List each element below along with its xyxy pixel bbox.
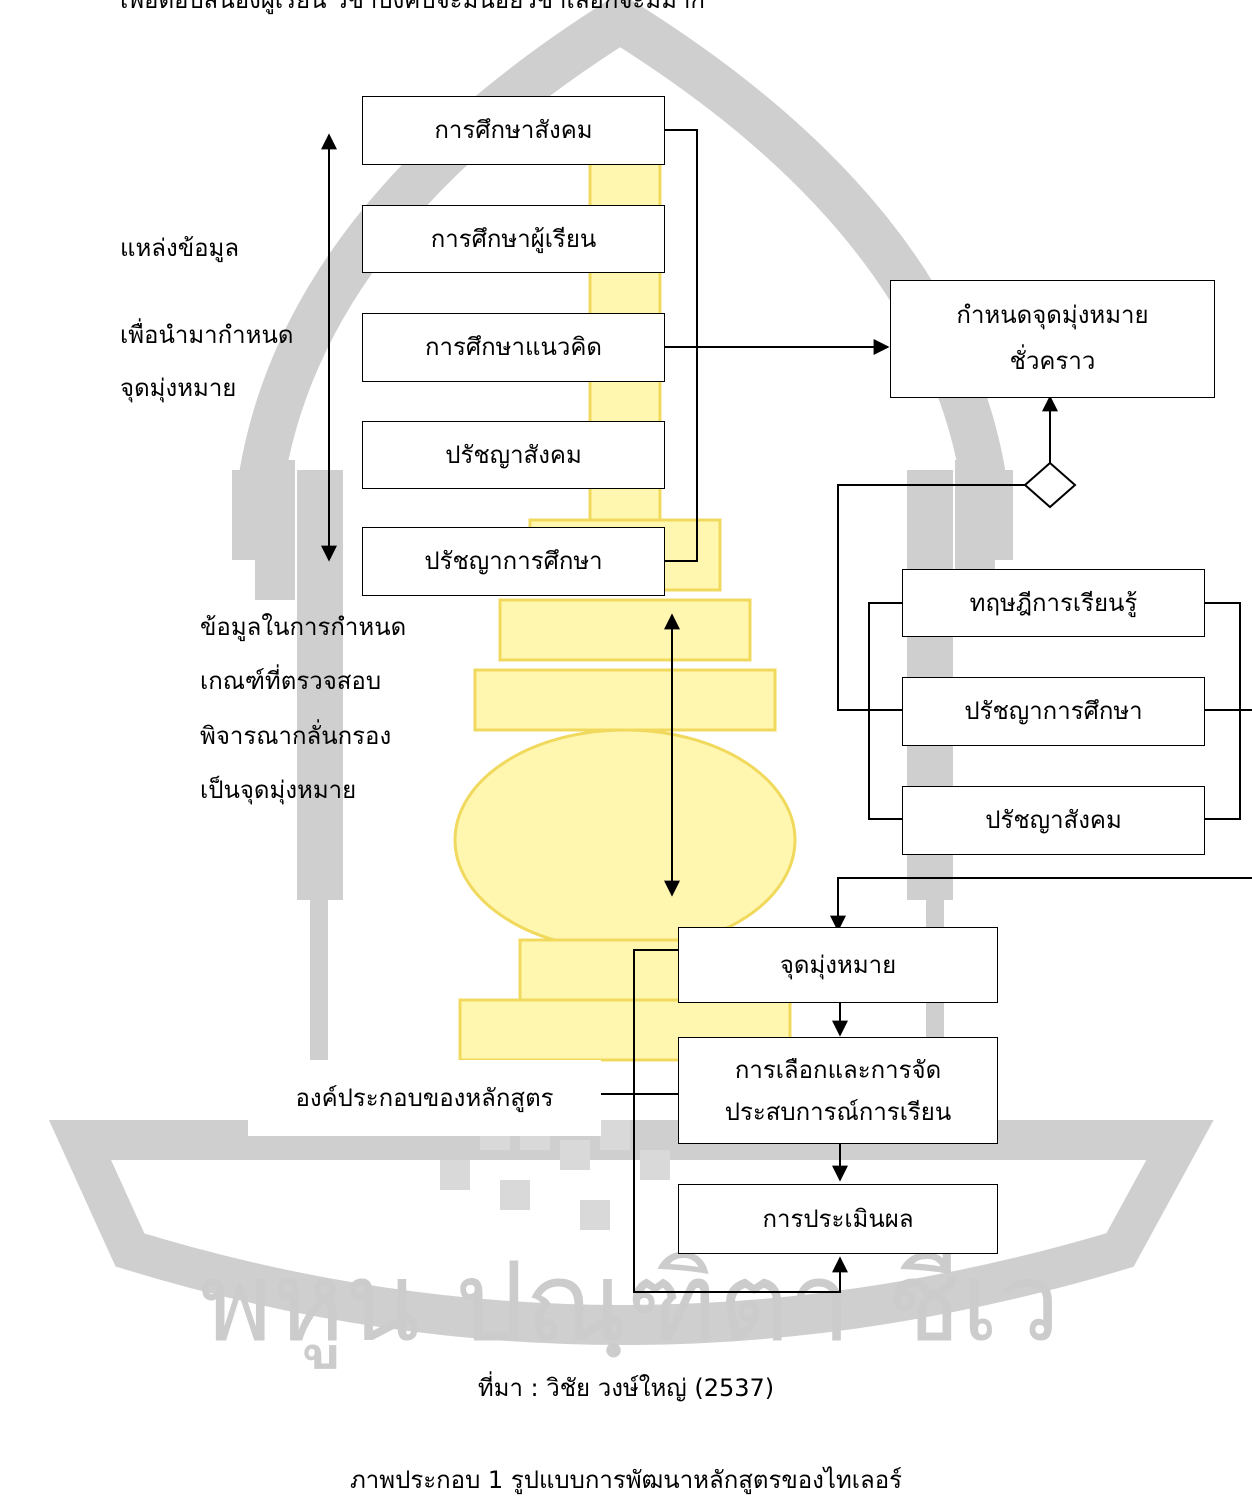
filter-box-learning-theory: ทฤษฎีการเรียนรู้	[902, 569, 1205, 637]
criteria-label-line-2: เกณฑ์ที่ตรวจสอบ	[200, 667, 382, 695]
watermark-text: พหูน ปณฺฑิตา ชีเว	[200, 1238, 1061, 1369]
selection-box: การเลือกและการจัด ประสบการณ์การเรียน	[678, 1037, 998, 1144]
source-box-society: การศึกษาสังคม	[362, 96, 665, 165]
source-box-concepts: การศึกษาแนวคิด	[362, 313, 665, 382]
temp-objective-line-1: กำหนดจุดมุ่งหมาย	[956, 301, 1149, 330]
source-label: การศึกษาผู้เรียน	[430, 224, 597, 253]
filter-box-social-philosophy: ปรัชญาสังคม	[902, 786, 1205, 855]
selection-line-1: การเลือกและการจัด	[734, 1055, 942, 1084]
components-label-box: องค์ประกอบของหลักสูตร	[248, 1060, 601, 1136]
temp-objective-box: กำหนดจุดมุ่งหมาย ชั่วคราว	[890, 280, 1215, 398]
criteria-label-line-1: ข้อมูลในการกำหนด	[200, 613, 407, 641]
source-label-line-1: แหล่งข้อมูล	[120, 234, 240, 262]
filter-label: ปรัชญาการศึกษา	[964, 697, 1143, 726]
decision-diamond	[1023, 461, 1077, 509]
evaluation-box: การประเมินผล	[678, 1184, 998, 1254]
top-cut-text: เพื่อตอบสนองผู้เรียน วิชาบังคับจะมีน้อยว…	[120, 0, 705, 14]
criteria-label-line-3: พิจารณากลั่นกรอง	[200, 722, 392, 750]
components-label: องค์ประกอบของหลักสูตร	[295, 1083, 554, 1112]
filters-bracket-left	[868, 602, 902, 820]
source-box-learner: การศึกษาผู้เรียน	[362, 205, 665, 273]
selection-line-2: ประสบการณ์การเรียน	[724, 1097, 952, 1126]
source-label: การศึกษาสังคม	[434, 116, 593, 145]
evaluation-label: การประเมินผล	[762, 1204, 914, 1233]
source-caption: ที่มา : วิชัย วงษ์ใหญ่ (2537)	[477, 1374, 775, 1402]
source-label-line-2: เพื่อนำมากำหนด	[120, 321, 294, 349]
source-box-education-philosophy: ปรัชญาการศึกษา	[362, 527, 665, 596]
temp-objective-line-2: ชั่วคราว	[1009, 347, 1096, 375]
objective-box: จุดมุ่งหมาย	[678, 927, 998, 1003]
filter-box-education-philosophy: ปรัชญาการศึกษา	[902, 677, 1205, 746]
source-label: การศึกษาแนวคิด	[425, 333, 602, 362]
filter-label: ปรัชญาสังคม	[985, 806, 1122, 835]
source-label-line-3: จุดมุ่งหมาย	[120, 374, 237, 402]
figure-caption: ภาพประกอบ 1 รูปแบบการพัฒนาหลักสูตรของไทเ…	[349, 1466, 902, 1494]
filter-label: ทฤษฎีการเรียนรู้	[969, 588, 1138, 617]
sources-bracket	[664, 129, 698, 562]
feedback-loop	[633, 949, 848, 1293]
source-label: ปรัชญาการศึกษา	[424, 547, 603, 576]
source-box-social-philosophy: ปรัชญาสังคม	[362, 421, 665, 489]
source-label: ปรัชญาสังคม	[445, 440, 582, 469]
criteria-label-line-4: เป็นจุดมุ่งหมาย	[200, 776, 357, 804]
feed-to-objective	[830, 877, 1252, 932]
objective-label: จุดมุ่งหมาย	[779, 950, 897, 979]
